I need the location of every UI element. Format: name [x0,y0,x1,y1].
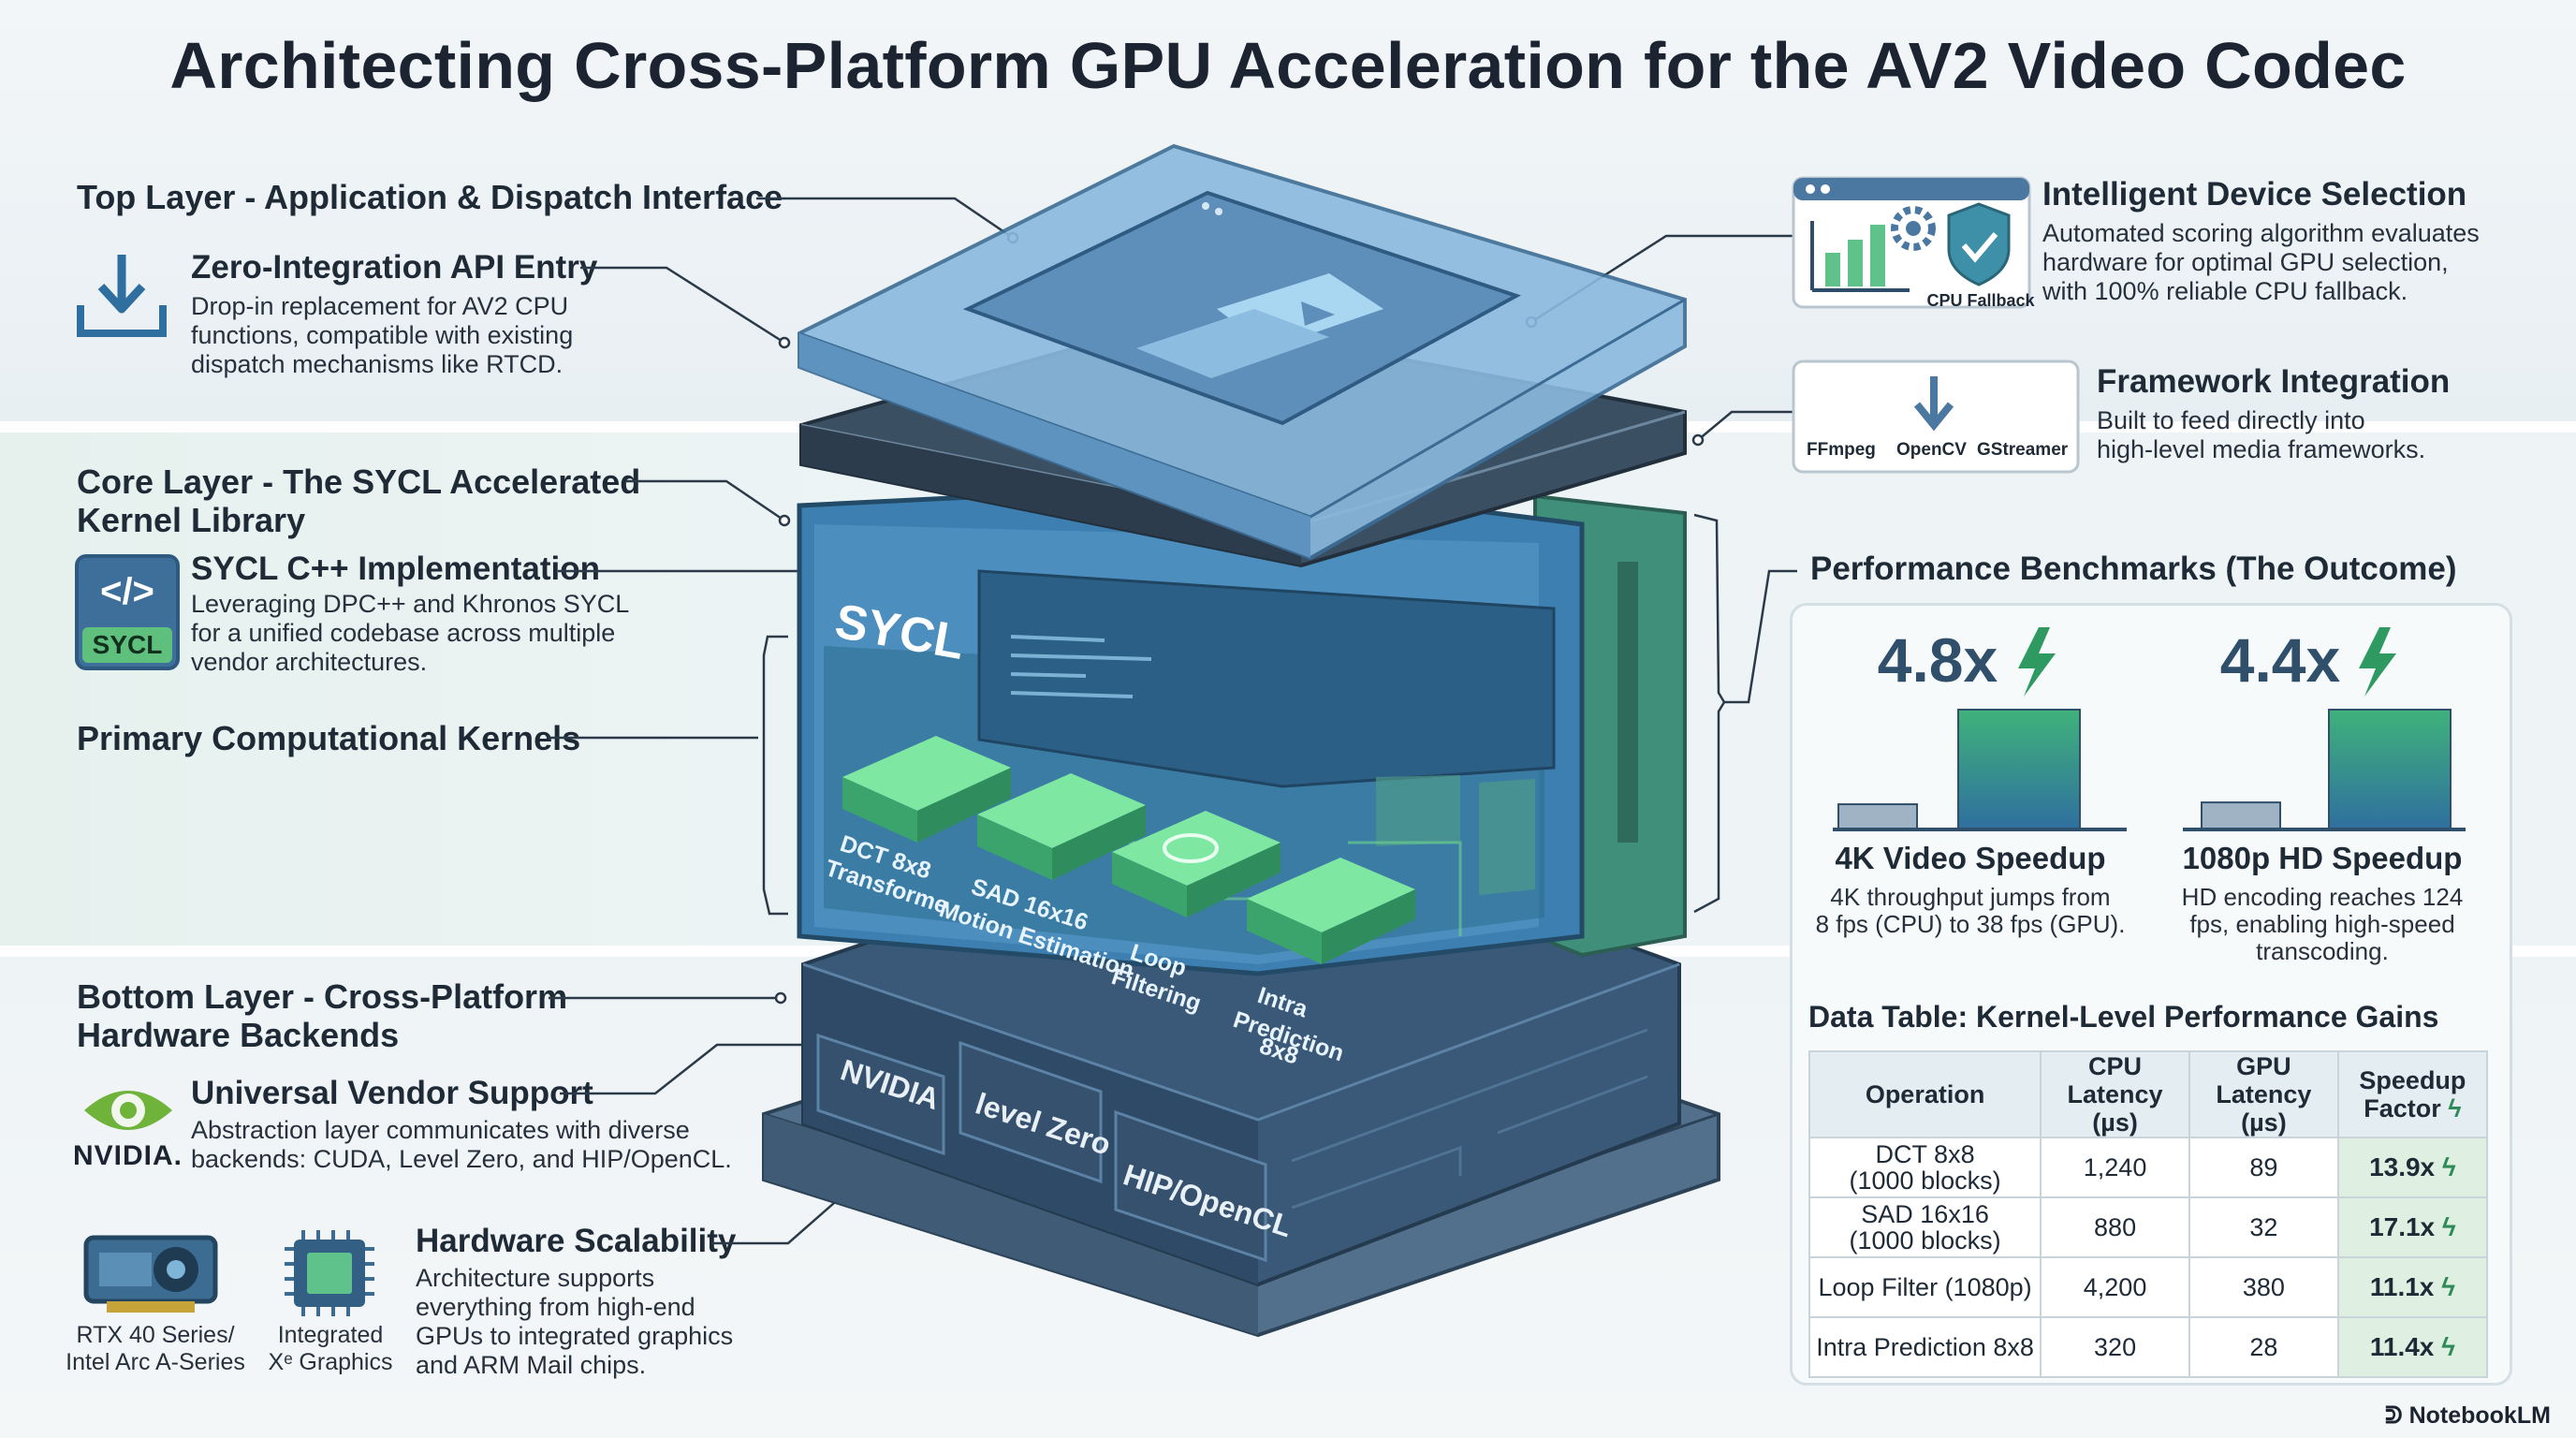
nvidia-eye-icon [84,1091,172,1130]
kernel-chip [842,736,1011,843]
card-description: 4K throughput jumps from 8 fps (CPU) to … [1815,883,2126,938]
kernels-heading: Primary Computational Kernels [77,719,581,757]
benchmark-card-4k: 4K Video Speedup 4K throughput jumps fro… [1797,841,2144,938]
chart-1: 4.8x [1833,625,2127,831]
framework-description: Built to feed directly into high-level m… [2097,406,2426,463]
page-title: Architecting Cross-Platform GPU Accelera… [169,29,2407,102]
card-heading: 1080p HD Speedup [2182,841,2463,875]
lightning-icon [2359,627,2396,697]
sycl-description: Leveraging DPC++ and Khronos SYCL for a … [191,590,630,676]
igpu-caption: Integrated Xᵉ Graphics [268,1322,393,1375]
core-layer-heading: Core Layer - The SYCL Accelerated Kernel… [77,462,641,539]
bar-gpu [1957,709,2081,830]
table-row: Loop Filter (1080p) 4,200 380 11.1x ϟ [1808,1256,2489,1318]
kernel-chip [977,773,1146,880]
framework-ffmpeg: FFmpeg [1807,440,1876,460]
lightning-icon: ϟ [2441,1212,2456,1241]
leader-lines [549,197,1797,1245]
bar-cpu [1837,803,1918,830]
framework-gstreamer: GStreamer [1977,440,2069,460]
framework-icon [1792,360,2080,474]
bar-gpu [2328,709,2452,830]
lightning-icon [2018,627,2056,697]
bottom-layer-heading: Bottom Layer - Cross-Platform Hardware B… [77,977,568,1054]
device-selection-heading: Intelligent Device Selection [2042,176,2467,213]
speedup-bar-charts: 4.8x 4.4x [1833,625,2466,831]
gpu-caption: RTX 40 Series/ Intel Arc A-Series [66,1322,245,1375]
download-tray-icon [77,255,167,337]
top-layer-heading: Top Layer - Application & Dispatch Inter… [77,178,783,216]
table-row: DCT 8x8(1000 blocks) 1,240 89 13.9x ϟ [1808,1137,2489,1198]
speedup-value: 4.8x [1878,625,1998,695]
chart-2: 4.4x [2183,625,2466,831]
sycl-heading: SYCL C++ Implementation [191,550,600,587]
card-description: HD encoding reaches 124 fps, enabling hi… [2181,883,2464,965]
notebooklm-icon: ᕲ [2385,1402,2403,1429]
sycl-code-icon: </> SYCL [75,554,180,670]
hardware-heading: Hardware Scalability [416,1223,737,1259]
lightning-icon: ϟ [2441,1152,2456,1181]
api-heading: Zero-Integration API Entry [191,249,598,286]
vendor-description: Abstraction layer communicates with dive… [191,1116,732,1173]
benchmarks-heading: Performance Benchmarks (The Outcome) [1810,550,2457,587]
benchmark-card-1080p: 1080p HD Speedup HD encoding reaches 124… [2149,841,2496,965]
lightning-icon: ϟ [2448,1094,2462,1123]
device-selection-icon: CPU Fallback [1792,176,2036,310]
column-header: Operation [1808,1050,2042,1138]
speedup-value: 4.4x [2220,625,2341,695]
lightning-icon: ϟ [2441,1272,2455,1301]
api-description: Drop-in replacement for AV2 CPU function… [191,292,574,378]
cpu-fallback-caption: CPU Fallback [1926,291,2035,310]
kernel-chip [1112,811,1281,917]
table-title: Data Table: Kernel-Level Performance Gai… [1808,1000,2439,1034]
nvidia-logo: NVIDIA. [73,1140,183,1171]
top-glass-panel [798,143,1687,561]
gpu-card-icon [83,1235,218,1313]
lightning-icon: ϟ [2441,1332,2455,1361]
brand-logo: ᕲ NotebookLM [2385,1402,2551,1429]
bar-cpu [2201,801,2281,830]
kernel-chip [1247,858,1415,964]
framework-opencv: OpenCV [1896,440,1967,460]
framework-heading: Framework Integration [2097,363,2451,400]
table-row: Intra Prediction 8x8 320 28 11.4x ϟ [1808,1316,2489,1378]
vendor-heading: Universal Vendor Support [191,1075,593,1111]
device-selection-description: Automated scoring algorithm evaluates ha… [2042,219,2480,305]
table-row: SAD 16x16(1000 blocks) 880 32 17.1x ϟ [1808,1196,2489,1258]
hardware-description: Architecture supports everything from hi… [416,1264,734,1379]
chip-icon [285,1230,374,1316]
card-heading: 4K Video Speedup [1835,841,2106,875]
